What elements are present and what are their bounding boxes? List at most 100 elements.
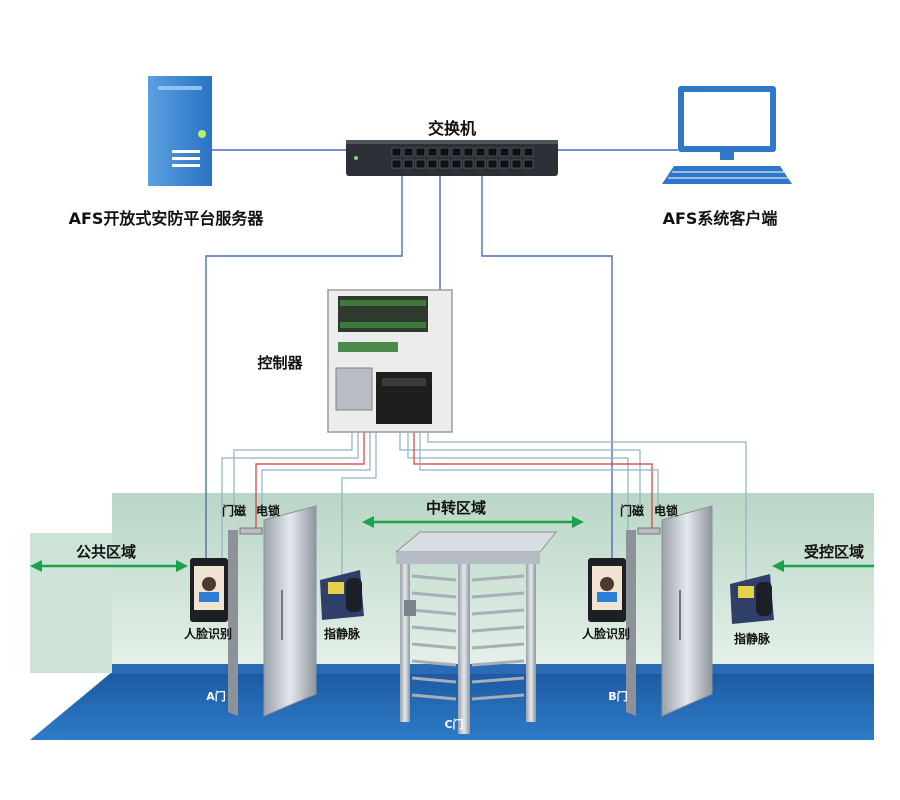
switch-ports xyxy=(391,147,534,169)
vein-reader-b-icon xyxy=(730,574,774,624)
controller-label: 控制器 xyxy=(257,354,303,372)
switch-face-a-link xyxy=(205,176,403,558)
switch-port xyxy=(391,147,402,157)
switch-port xyxy=(403,159,414,169)
ctl-line-b1 xyxy=(399,432,641,506)
turnstile-bar xyxy=(411,676,457,684)
switch-body xyxy=(346,140,558,176)
turnstile-bar xyxy=(411,693,457,701)
turnstile-bar xyxy=(471,676,525,684)
wall-gap xyxy=(30,493,112,533)
switch-port xyxy=(427,159,438,169)
public-zone-label: 公共区域 xyxy=(76,543,136,561)
lock-a-icon xyxy=(239,527,263,535)
power-supply xyxy=(335,367,373,411)
transfer-zone-label: 中转区域 xyxy=(426,499,486,517)
turnstile-post-right xyxy=(526,564,536,722)
turnstile-bar xyxy=(411,642,457,650)
switch-port xyxy=(487,159,498,169)
switch-port xyxy=(523,147,534,157)
ctl-line-a1 xyxy=(233,432,353,506)
client-label: AFS系统客户端 xyxy=(663,209,778,228)
vein-b-label: 指静脉 xyxy=(734,631,771,646)
door-a-leaf xyxy=(263,505,317,717)
ctl-vein-a xyxy=(341,432,377,578)
ctl-line-a2 xyxy=(221,432,359,558)
turnstile-bar xyxy=(411,659,457,667)
server-label: AFS开放式安防平台服务器 xyxy=(69,209,265,228)
server-icon xyxy=(148,76,212,186)
face-terminal-b-icon xyxy=(588,558,626,622)
switch-port xyxy=(475,159,486,169)
door-sensor-a-label: 门磁 xyxy=(222,503,246,518)
door-b-frame xyxy=(626,530,636,716)
turnstile-bar xyxy=(471,574,525,582)
ctl-power-a xyxy=(255,432,365,530)
server-led xyxy=(198,130,206,138)
switch-port xyxy=(475,147,486,157)
door-a xyxy=(228,505,317,717)
turnstile-bar xyxy=(411,574,457,582)
keyboard xyxy=(662,166,792,184)
turnstile-bar xyxy=(471,659,525,667)
controlled-zone-label: 受控区域 xyxy=(804,543,864,561)
turnstile-bar xyxy=(471,642,525,650)
door-b xyxy=(626,505,713,717)
ctl-line-b2 xyxy=(407,432,629,558)
door-b-leaf xyxy=(661,505,713,717)
switch-port xyxy=(511,147,522,157)
lock-b-label: 电锁 xyxy=(654,503,678,518)
turnstile-bar xyxy=(411,625,457,633)
controller-icon xyxy=(327,289,453,433)
floor-edge xyxy=(112,664,874,674)
switch-label: 交换机 xyxy=(428,119,476,138)
switch-port xyxy=(403,147,414,157)
door-c-label: C门 xyxy=(444,717,463,731)
door-sensor-b-label: 门磁 xyxy=(620,503,644,518)
switch-port xyxy=(511,159,522,169)
switch-port xyxy=(499,159,510,169)
turnstile-bars xyxy=(411,574,525,701)
ctl-line-a3 xyxy=(261,432,371,506)
switch-face-b-link xyxy=(481,176,613,558)
turnstile-bar xyxy=(471,625,525,633)
switch-port xyxy=(415,147,426,157)
turnstile-reader xyxy=(404,600,416,616)
face-a-label: 人脸识别 xyxy=(184,626,232,641)
lock-b-icon xyxy=(637,527,661,535)
ctl-vein-b xyxy=(427,432,747,580)
network-lines xyxy=(205,149,678,558)
monitor-screen xyxy=(684,92,770,146)
turnstile-top xyxy=(394,531,558,553)
turnstile-rotor xyxy=(458,564,470,734)
turnstile-c xyxy=(394,531,558,734)
wall-left xyxy=(30,533,112,673)
door-a-label: A门 xyxy=(206,689,226,703)
switch-port xyxy=(463,159,474,169)
switch-port xyxy=(415,159,426,169)
vein-reader-a-icon xyxy=(320,570,364,620)
door-b-label: B门 xyxy=(608,689,627,703)
switch-port xyxy=(439,159,450,169)
switch-port xyxy=(439,147,450,157)
face-terminal-a-icon xyxy=(190,558,228,622)
switch-port xyxy=(427,147,438,157)
switch-port xyxy=(523,159,534,169)
switch-icon xyxy=(346,140,558,176)
turnstile-bar xyxy=(411,591,457,599)
lock-a-label: 电锁 xyxy=(256,503,280,518)
turnstile-bar xyxy=(471,591,525,599)
ctl-power-b xyxy=(413,432,653,530)
door-a-frame xyxy=(228,530,238,716)
vein-a-label: 指静脉 xyxy=(324,626,361,641)
switch-port xyxy=(451,159,462,169)
turnstile-post-left xyxy=(400,564,410,722)
controller-lines xyxy=(221,432,747,580)
turnstile-bar xyxy=(411,608,457,616)
switch-port xyxy=(487,147,498,157)
turnstile-bar xyxy=(471,693,525,701)
ctl-line-b3 xyxy=(419,432,659,506)
switch-port xyxy=(391,159,402,169)
